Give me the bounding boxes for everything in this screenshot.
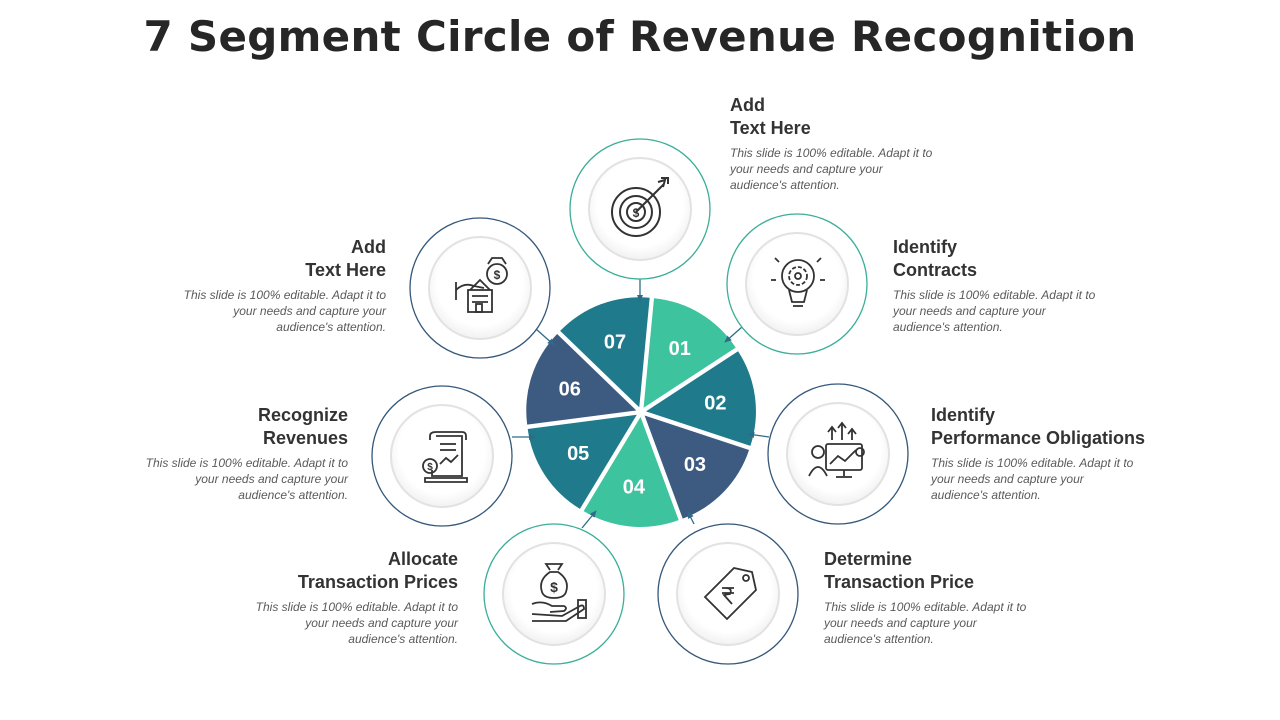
step-03-label: Determine Transaction Price This slide i… (824, 548, 1074, 647)
svg-text:$: $ (633, 206, 640, 220)
step-06-label: Add Text Here This slide is 100% editabl… (136, 236, 386, 335)
step-04-bubble: $ (483, 523, 625, 665)
step-02-title: Identify Performance Obligations (931, 405, 1146, 448)
step-06-description: This slide is 100% editable. Adapt it to… (183, 288, 386, 334)
segment-07-number: 07 (604, 332, 626, 354)
segment-01 (643, 298, 736, 408)
property-investment-icon: $ (455, 257, 508, 313)
connector-arrow (687, 511, 695, 525)
segment-04 (583, 416, 679, 527)
connector-arrow (535, 328, 555, 346)
step-03-description: This slide is 100% editable. Adapt it to… (824, 600, 1027, 646)
step-02-bubble (767, 383, 909, 525)
step-05-label: Recognize Revenues This slide is 100% ed… (98, 404, 348, 503)
segment-05 (527, 414, 637, 509)
segment-04-number: 04 (623, 477, 646, 499)
step-01-bubble (726, 213, 868, 355)
step-06-title: Add Text Here (305, 237, 386, 280)
step-07-description: This slide is 100% editable. Adapt it to… (730, 146, 933, 192)
revenue-document-icon: $ (422, 431, 468, 483)
segment-06 (526, 334, 637, 425)
step-04-title: Allocate Transaction Prices (297, 549, 458, 592)
connector-arrows (512, 279, 770, 529)
step-02-label: Identify Performance Obligations This sl… (931, 404, 1191, 503)
svg-text:$: $ (494, 268, 501, 282)
segment-05-number: 05 (567, 443, 589, 465)
segment-07 (560, 297, 650, 408)
svg-text:$: $ (427, 462, 433, 473)
connector-arrow (581, 510, 597, 529)
page-title: 7 Segment Circle of Revenue Recognition (143, 12, 1137, 61)
step-01-label: Identify Contracts This slide is 100% ed… (893, 236, 1143, 335)
segment-06-number: 06 (559, 378, 581, 400)
step-03-bubble (657, 523, 799, 665)
step-01-description: This slide is 100% editable. Adapt it to… (893, 288, 1096, 334)
segment-pie: 01 02 03 04 05 06 07 (526, 297, 756, 527)
rupee-price-tag-icon (703, 567, 757, 621)
connector-arrow (747, 431, 770, 438)
step-07-bubble: $ (569, 138, 711, 280)
performance-chart-icon (808, 421, 865, 478)
dollar-target-icon: $ (611, 177, 669, 237)
svg-text:$: $ (550, 579, 558, 595)
step-02-description: This slide is 100% editable. Adapt it to… (931, 456, 1134, 502)
step-06-bubble: $ (409, 217, 551, 359)
step-01-title: Identify Contracts (893, 237, 978, 280)
segment-03-number: 03 (684, 454, 706, 476)
step-05-description: This slide is 100% editable. Adapt it to… (145, 456, 348, 502)
icon-bubbles: $ (371, 138, 909, 665)
segment-02 (645, 351, 756, 446)
segment-01-number: 01 (669, 338, 691, 360)
lightbulb-gear-icon (771, 257, 825, 307)
step-03-title: Determine Transaction Price (824, 549, 975, 592)
segment-03 (644, 415, 750, 519)
segment-02-number: 02 (704, 392, 726, 414)
step-05-bubble: $ (371, 385, 513, 527)
step-07-label: Add Text Here This slide is 100% editabl… (730, 94, 980, 193)
connector-arrow (724, 326, 743, 343)
step-04-label: Allocate Transaction Prices This slide i… (208, 548, 458, 647)
step-04-description: This slide is 100% editable. Adapt it to… (255, 600, 458, 646)
step-07-title: Add Text Here (730, 95, 811, 138)
money-bag-hand-icon: $ (531, 563, 587, 622)
step-05-title: Recognize Revenues (257, 405, 348, 448)
